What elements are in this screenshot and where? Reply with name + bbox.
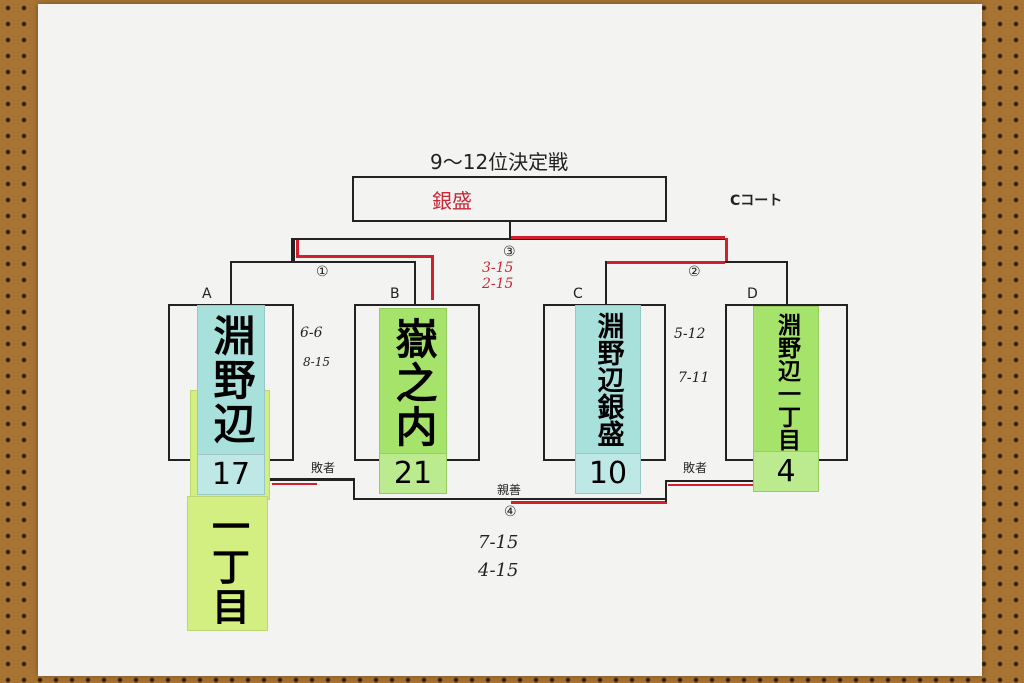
winner-name: 銀盛 bbox=[432, 188, 472, 213]
winner-path-line bbox=[296, 255, 432, 258]
team-a-score: 17 bbox=[198, 454, 264, 494]
bracket-line bbox=[786, 261, 788, 305]
court-label: Cコート bbox=[730, 193, 783, 209]
bracket-title: 9〜12位決定戦 bbox=[430, 150, 569, 174]
match-4-set-2: 4-15 bbox=[478, 560, 519, 581]
winner-path-line bbox=[511, 236, 725, 239]
match-3-label: ③ bbox=[503, 244, 516, 260]
match-4-set-1: 7-15 bbox=[478, 532, 519, 553]
friendly-label: 親善 bbox=[497, 483, 522, 497]
match-2-label: ② bbox=[688, 264, 701, 280]
match-4-label: ④ bbox=[504, 504, 517, 520]
winner-path-line bbox=[605, 261, 725, 264]
bracket-line bbox=[230, 261, 232, 305]
team-d-card: 淵野辺一丁目 4 bbox=[753, 306, 819, 492]
team-c-card: 淵野辺銀盛 10 bbox=[575, 305, 641, 494]
team-a-continuation-card: 一丁目 bbox=[187, 496, 268, 631]
winner-path-line bbox=[511, 501, 667, 504]
winner-box: 銀盛 bbox=[352, 176, 667, 222]
bracket-line bbox=[230, 261, 416, 263]
match-2-set-1: 5-12 bbox=[674, 326, 706, 342]
bracket-line bbox=[291, 238, 295, 262]
slot-a-label: A bbox=[202, 286, 212, 302]
team-b-name: 嶽之内 bbox=[389, 317, 438, 449]
team-d-name: 淵野辺一丁目 bbox=[773, 313, 800, 451]
loser-label-left: 敗者 bbox=[311, 461, 336, 475]
team-b-score: 21 bbox=[380, 453, 446, 493]
loser-label-right: 敗者 bbox=[683, 461, 708, 475]
team-a-name-continuation: 一丁目 bbox=[205, 507, 250, 627]
slot-d-label: D bbox=[747, 286, 758, 302]
winner-path-line bbox=[431, 255, 434, 300]
winner-path-line bbox=[668, 484, 753, 486]
team-c-score: 10 bbox=[576, 453, 640, 493]
team-c-name: 淵野辺銀盛 bbox=[592, 312, 624, 447]
bracket-line bbox=[353, 498, 667, 500]
bracket-line bbox=[665, 480, 753, 482]
team-d-score: 4 bbox=[754, 451, 818, 491]
bracket-line bbox=[509, 222, 511, 240]
team-a-card: 淵野辺 17 bbox=[197, 305, 265, 495]
winner-path-line bbox=[725, 238, 728, 262]
winner-path-line bbox=[272, 483, 317, 485]
bracket-line bbox=[270, 478, 355, 481]
bracket-line bbox=[605, 261, 607, 305]
match-3-set-1: 3-15 bbox=[482, 260, 514, 276]
slot-c-label: C bbox=[573, 286, 583, 302]
match-1-set-1: 6-6 bbox=[300, 325, 323, 341]
match-3-set-2: 2-15 bbox=[482, 276, 514, 292]
bracket-line bbox=[291, 238, 726, 240]
bracket-line bbox=[353, 478, 355, 500]
team-b-card: 嶽之内 21 bbox=[379, 308, 447, 494]
match-1-label: ① bbox=[316, 264, 329, 280]
bracket-line bbox=[414, 261, 416, 305]
team-a-name: 淵野辺 bbox=[207, 314, 256, 446]
slot-b-label: B bbox=[390, 286, 400, 302]
match-1-set-2: 8-15 bbox=[303, 355, 330, 369]
winner-path-line bbox=[296, 240, 299, 256]
bracket-line bbox=[665, 480, 667, 502]
match-2-set-2: 7-11 bbox=[678, 370, 710, 386]
